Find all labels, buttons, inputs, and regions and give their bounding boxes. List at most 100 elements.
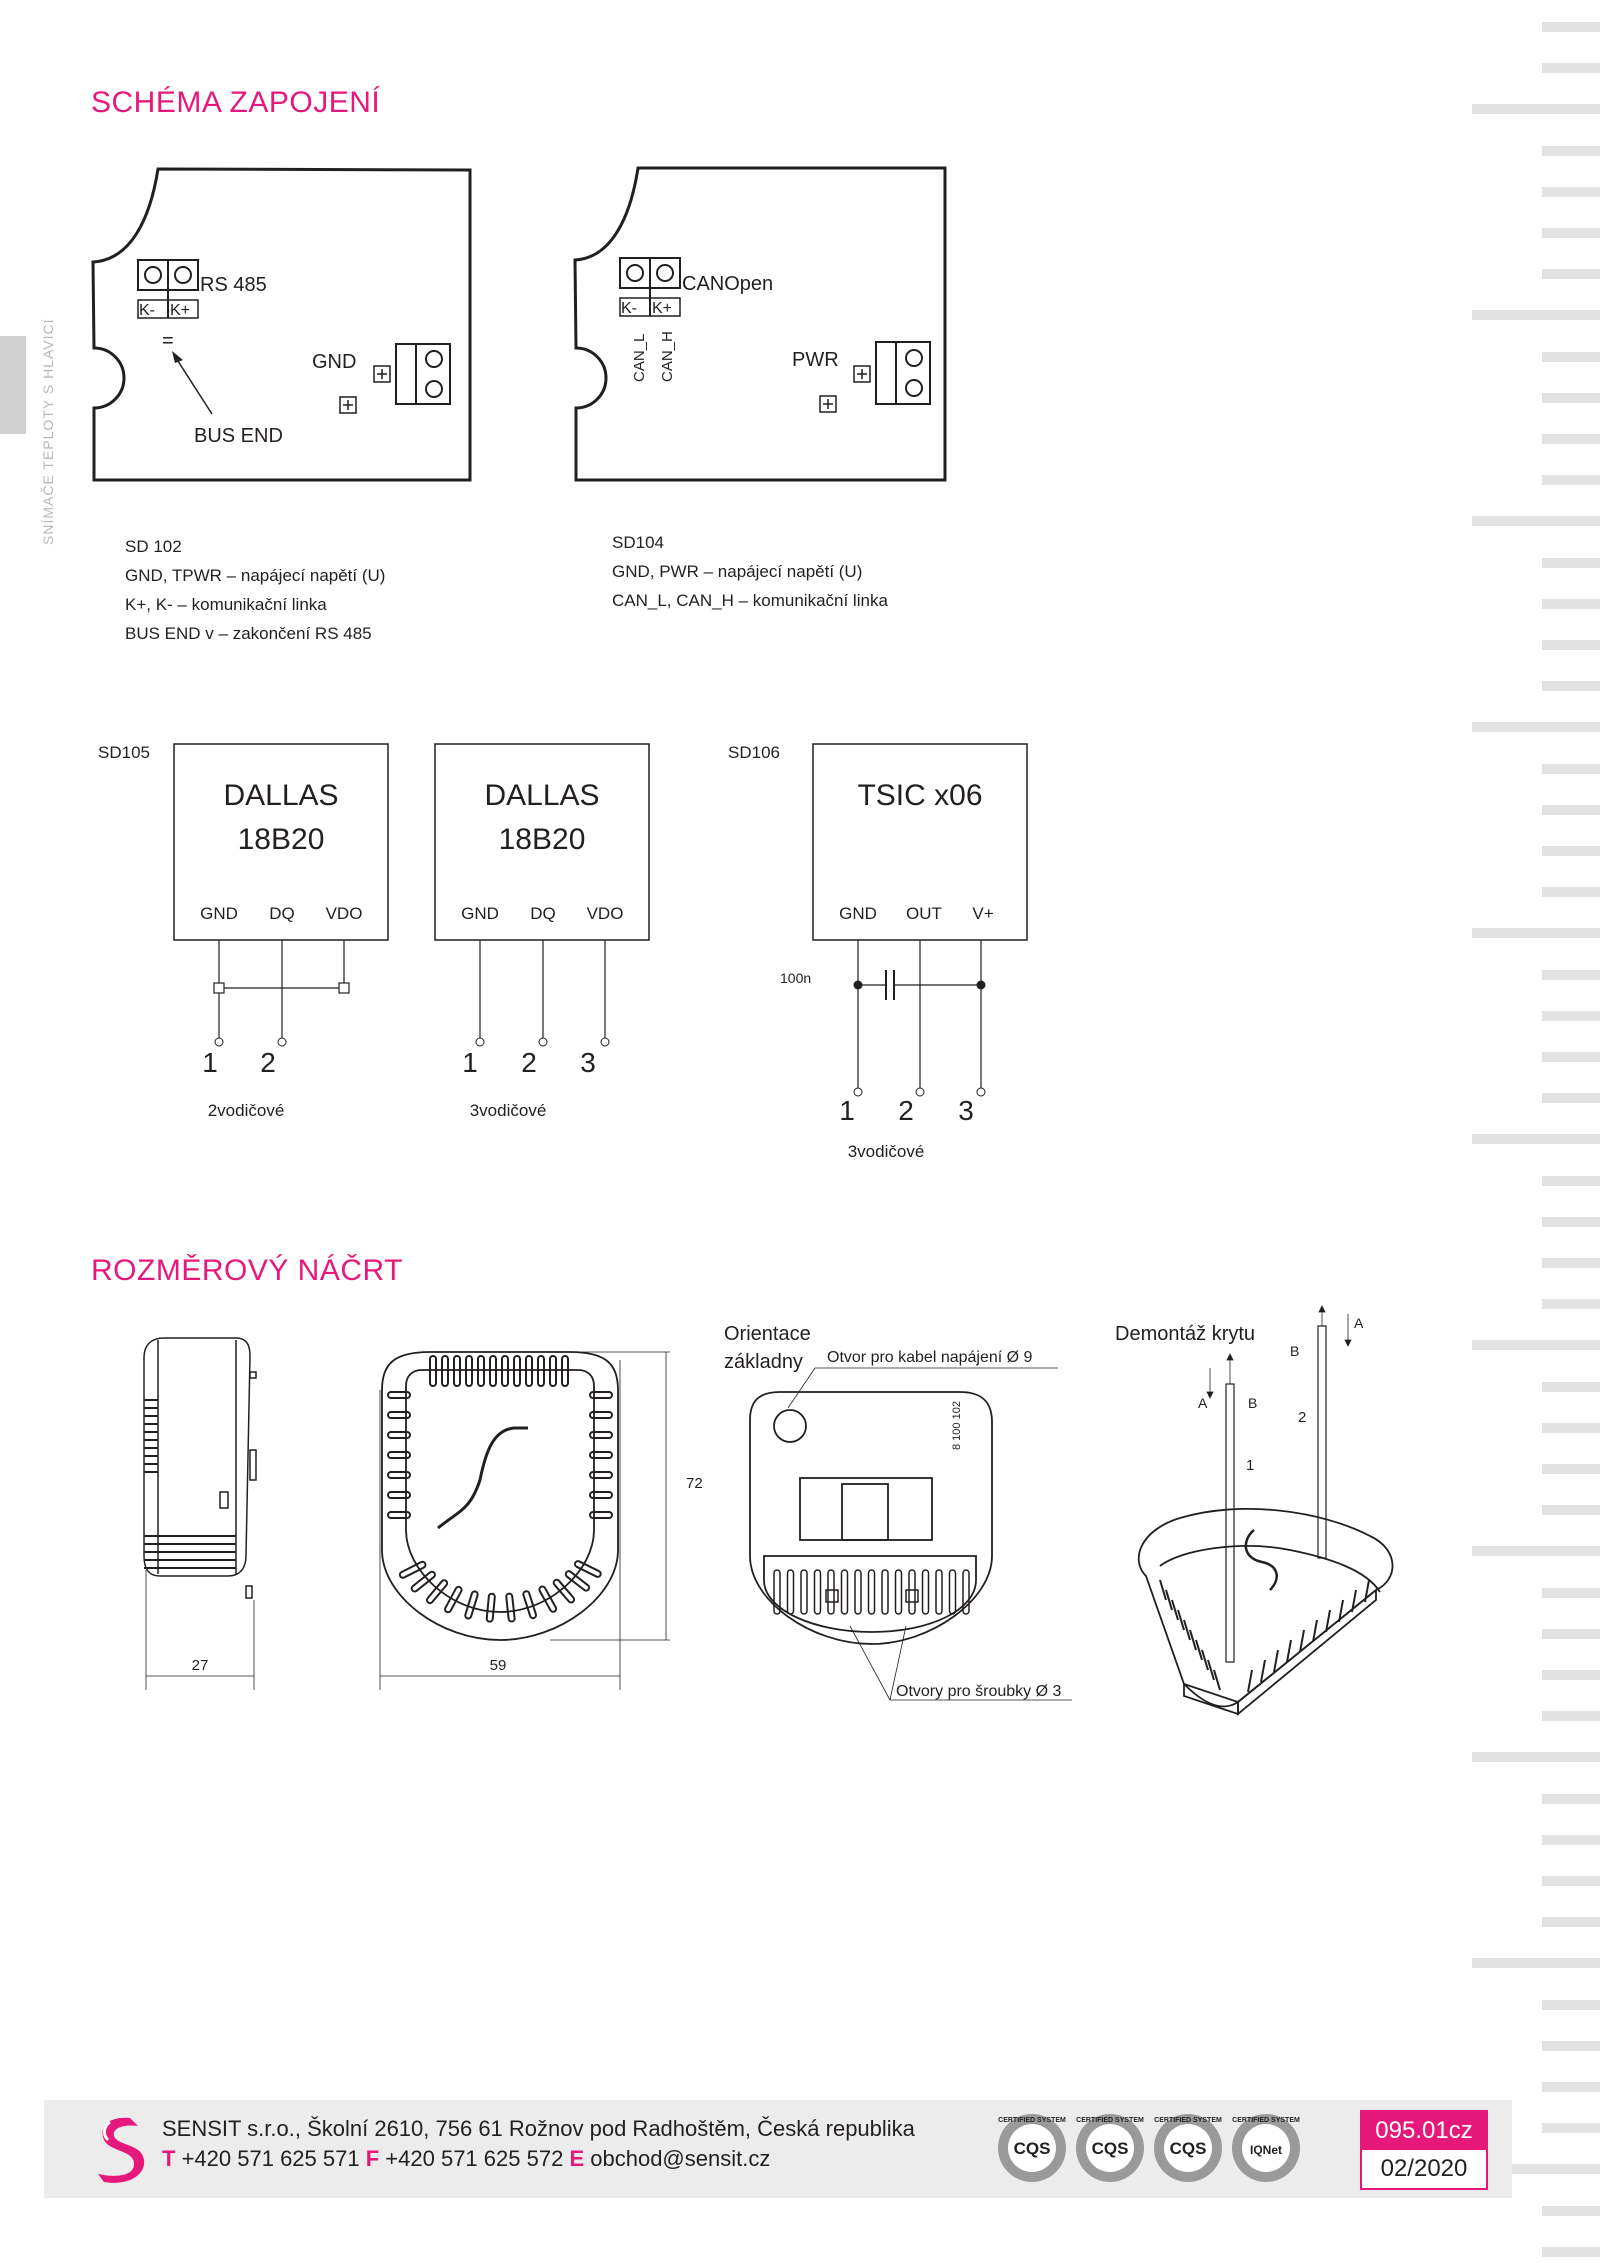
edge-stripe	[1472, 104, 1600, 114]
sd104-can-h: CAN_H	[659, 331, 676, 382]
edge-stripe	[1542, 1876, 1600, 1886]
edge-stripe	[1542, 269, 1600, 279]
edge-stripe	[1542, 1835, 1600, 1845]
edge-stripe	[1542, 846, 1600, 856]
sd104-wiring-diagram: K- K+ CANOpen CAN_L CAN_H PWR	[573, 166, 947, 482]
vent-slot	[398, 1560, 427, 1579]
vent-slot	[1299, 1629, 1305, 1653]
edge-stripe	[1542, 1176, 1600, 1186]
note-line: K+, K- – komunikační linka	[125, 595, 327, 614]
fax-value: +420 571 625 572	[385, 2146, 564, 2171]
pin-out: OUT	[906, 904, 942, 923]
vent-slot	[1195, 1639, 1203, 1661]
base-slot	[800, 1569, 808, 1615]
base-slot	[813, 1569, 822, 1615]
pin-gnd: GND	[200, 904, 238, 923]
dallas-chip-3wire	[434, 743, 650, 941]
dallas-name: DALLAS	[223, 779, 338, 812]
note-line: SD104	[612, 533, 664, 552]
screw-hole-note: Otvory pro šroubky Ø 3	[896, 1683, 1061, 1700]
sd105-code: SD105	[98, 743, 150, 762]
vent-slot	[1273, 1649, 1279, 1673]
fax-label: F	[365, 2146, 380, 2171]
edge-stripe	[1472, 1752, 1600, 1762]
base-slot	[921, 1569, 930, 1615]
vent-slot	[1338, 1599, 1344, 1623]
edge-stripe	[1542, 887, 1600, 897]
terminal-num: 2	[521, 1047, 537, 1078]
three-wire-label: 3vodičové	[470, 1101, 547, 1120]
removal-arrow-a: A	[1354, 1315, 1364, 1331]
vent-slot	[501, 1355, 509, 1387]
capacitor-label: 100n	[780, 970, 811, 986]
edge-stripe	[1542, 764, 1600, 774]
email-value[interactable]: obchod@sensit.cz	[590, 2146, 771, 2171]
edge-stripe	[1542, 2082, 1600, 2092]
edge-stripe	[1542, 1670, 1600, 1680]
page-edge-stripes	[1472, 22, 1600, 2257]
terminal-num: 2	[260, 1047, 276, 1078]
base-slot	[827, 1569, 835, 1615]
edge-stripe	[1542, 22, 1600, 32]
edge-stripe	[1472, 928, 1600, 938]
terminal-num: 3	[958, 1095, 974, 1126]
edge-stripe	[1542, 2123, 1600, 2133]
vent-slot	[1177, 1609, 1185, 1631]
pin-vplus: V+	[972, 904, 993, 923]
edge-stripe	[1542, 1258, 1600, 1268]
svg-text:CQS: CQS	[1170, 2139, 1207, 2158]
footer-contacts: T +420 571 625 571 F +420 571 625 572 E …	[162, 2146, 770, 2172]
document-code: 095.01cz	[1360, 2110, 1488, 2152]
tsic-wire-label: 3vodičové	[848, 1142, 925, 1161]
vent-slot	[1159, 1579, 1167, 1601]
svg-text:CQS: CQS	[1014, 2139, 1051, 2158]
terminal-num: 1	[462, 1047, 478, 1078]
base-slot	[908, 1569, 916, 1615]
document-date: 02/2020	[1360, 2148, 1488, 2190]
vent-slot	[425, 1579, 449, 1605]
base-slot	[948, 1569, 957, 1615]
svg-text:CERTIFIED SYSTEM: CERTIFIED SYSTEM	[998, 2117, 1066, 2124]
vent-slot	[444, 1585, 463, 1614]
sd104-notes: SD104 GND, PWR – napájecí napětí (U) CAN…	[612, 528, 888, 615]
edge-stripe	[1542, 558, 1600, 568]
vent-slot	[1247, 1669, 1253, 1693]
sidebar-tab	[0, 336, 26, 434]
svg-text:CQS: CQS	[1092, 2139, 1129, 2158]
vent-slot	[387, 1511, 411, 1519]
sd104-bus-label: CANOpen	[682, 273, 773, 295]
base-slot	[786, 1569, 795, 1615]
base-title-line1: Orientace	[724, 1323, 811, 1345]
sd102-gnd-label: GND	[312, 351, 356, 373]
vent-slot	[1260, 1659, 1266, 1683]
base-slot	[773, 1569, 781, 1615]
board-marking: 8 100 102	[951, 1401, 963, 1450]
vent-slot	[1325, 1609, 1331, 1633]
pin-gnd: GND	[839, 904, 877, 923]
edge-stripe	[1542, 1711, 1600, 1721]
screw-hole	[825, 1589, 839, 1603]
sd104-terminal-h: K+	[652, 300, 672, 317]
edge-stripe	[1542, 187, 1600, 197]
vent-slot	[505, 1592, 516, 1623]
edge-stripe	[1542, 2041, 1600, 2051]
terminal-num: 3	[580, 1047, 596, 1078]
vent-slot	[485, 1592, 496, 1623]
sensor-wiring-diagrams: SD105 DALLAS 18B20 GND DQ VDO 1 2 2vodič…	[98, 743, 1028, 1161]
phone-value[interactable]: +420 571 625 571	[181, 2146, 360, 2171]
edge-stripe	[1542, 1629, 1600, 1639]
base-slot	[867, 1569, 876, 1615]
terminal-num: 1	[839, 1095, 855, 1126]
vent-slot	[574, 1560, 602, 1578]
edge-stripe	[1542, 434, 1600, 444]
vent-slot	[410, 1570, 436, 1593]
base-title-line2: základny	[724, 1351, 803, 1373]
vent-slot	[464, 1590, 479, 1620]
vent-slot	[1286, 1639, 1292, 1663]
vent-slot	[589, 1451, 613, 1459]
edge-stripe	[1542, 1917, 1600, 1927]
base-slot	[894, 1569, 903, 1615]
note-line: GND, PWR – napájecí napětí (U)	[612, 562, 863, 581]
edge-stripe	[1542, 393, 1600, 403]
vent-slot	[1207, 1659, 1215, 1681]
